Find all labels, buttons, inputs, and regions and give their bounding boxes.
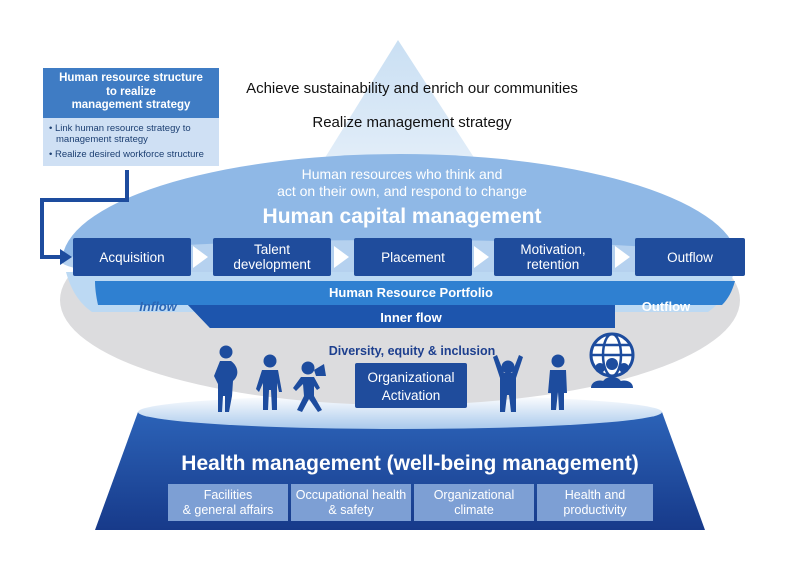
hr-structure-bullets: • Link human resource strategy to manage… [43, 117, 219, 166]
dei-label: Diversity, equity & inclusion [329, 344, 495, 358]
person-in-suit-icon [548, 354, 567, 410]
step-labels: Acquisition Talent development Placement… [99, 242, 713, 272]
step-label-placement: Placement [381, 250, 445, 265]
blue-lens [62, 154, 738, 262]
cheering-person-icon [493, 355, 523, 412]
hr-structure-title: Human resource structure to realize mana… [43, 68, 219, 118]
step-label-retention: retention [527, 257, 580, 272]
health-box-labels: Facilities & general affairs Occupationa… [183, 488, 628, 517]
health-label-1a: Facilities [204, 488, 253, 502]
health-label-4a: Health and [565, 488, 626, 502]
pregnant-woman-icon [214, 345, 238, 412]
outflow-label: Outflow [642, 299, 691, 314]
step-arrow-1 [193, 246, 208, 268]
health-label-2b: & safety [328, 503, 374, 517]
step-acquisition [73, 238, 191, 276]
health-label-3a: Organizational [434, 488, 515, 502]
health-box-facilities [168, 484, 288, 521]
hr-structure-box: Human resource structure to realize mana… [43, 68, 219, 166]
health-title: Health management (well-being management… [181, 452, 638, 475]
step-placement [354, 238, 472, 276]
step-label-talent-development-2: development [233, 257, 311, 272]
health-boxes [168, 484, 653, 521]
hr-bullet-1: • Link human resource strategy to manage… [49, 122, 191, 146]
portfolio-title: Human Resource Portfolio [329, 285, 493, 300]
step-label-motivation: Motivation, [520, 242, 585, 257]
health-box-productivity [537, 484, 653, 521]
health-label-4b: productivity [563, 503, 627, 517]
health-box-organizational [414, 484, 534, 521]
step-label-outflow: Outflow [667, 250, 713, 265]
top-line-2: Realize management strategy [312, 114, 512, 131]
activation-line-2: Activation [382, 388, 441, 403]
connector-arrowhead [60, 249, 72, 265]
step-talent-development [213, 238, 331, 276]
health-label-3b: climate [454, 503, 494, 517]
step-label-acquisition: Acquisition [99, 250, 164, 265]
globe-people-icon [589, 332, 635, 388]
mountain-peak [305, 40, 495, 190]
inner-flow-label: Inner flow [380, 310, 442, 325]
base-glow [138, 395, 662, 429]
hr-title-line-2: to realize [106, 85, 156, 98]
megaphone-person-icon [293, 361, 326, 412]
connector-line [40, 170, 129, 259]
capital-title: Human capital management [263, 205, 542, 228]
hr-title-line-3: management strategy [71, 99, 191, 111]
businessman-icon [256, 354, 282, 410]
health-box-occupational [291, 484, 411, 521]
hr-bullet-2: • Realize desired workforce structure [49, 148, 204, 160]
capital-subtitle-1: Human resources who think and [302, 166, 503, 182]
health-label-1b: & general affairs [183, 503, 274, 517]
activation-line-1: Organizational [367, 370, 454, 385]
step-arrow-2 [334, 246, 349, 268]
inflow-label: Inflow [139, 299, 177, 314]
step-arrow-3 [474, 246, 489, 268]
health-label-2a: Occupational health [296, 488, 407, 502]
top-line-1: Achieve sustainability and enrich our co… [246, 80, 578, 97]
step-arrows [193, 246, 630, 268]
step-motivation-retention [494, 238, 612, 276]
step-outflow [635, 238, 745, 276]
capital-subtitle-2: act on their own, and respond to change [277, 183, 527, 199]
inner-flow-arrow [188, 305, 615, 328]
step-label-talent-development: Talent [254, 242, 290, 257]
step-arrow-4 [615, 246, 630, 268]
activation-box [355, 363, 467, 408]
step-boxes [73, 238, 745, 276]
hr-title-line-1: Human resource structure [59, 72, 203, 84]
